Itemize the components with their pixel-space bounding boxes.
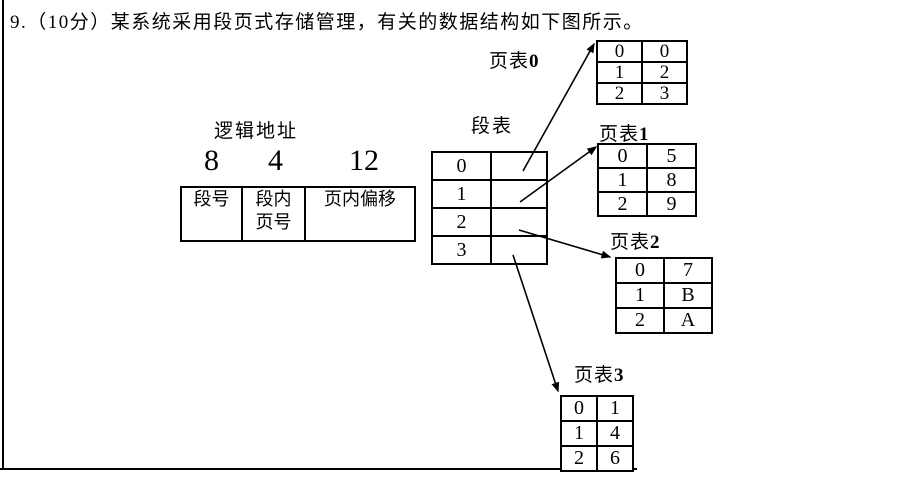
question-title: 9.（10分）某系统采用段页式存储管理，有关的数据结构如下图所示。 (10, 12, 644, 33)
page-table-3-label: 页表3 (574, 360, 625, 387)
bit-width-segment: 8 (204, 144, 219, 177)
page-table-label-index: 3 (614, 365, 625, 386)
segment-pointer-cell (490, 235, 548, 265)
page-index-cell: 2 (597, 191, 648, 217)
table-row: 段号 段内 页号 页内偏移 (180, 186, 416, 242)
page-index-cell: 2 (596, 82, 643, 105)
segment-pointer-cell (490, 151, 548, 181)
segment-index-cell: 3 (431, 235, 492, 265)
frame-cell: 9 (646, 191, 697, 217)
arrow-segment3-to-pagetable3 (512, 254, 560, 393)
page-index-cell: 2 (560, 445, 598, 472)
frame-cell: 6 (596, 445, 634, 472)
logical-address-bit-widths: 8 4 12 (180, 143, 420, 179)
field-page-offset: 页内偏移 (304, 186, 416, 242)
page-index-cell: 2 (615, 307, 665, 334)
frame-cell: 8 (646, 167, 697, 193)
table-row: 2 (431, 207, 548, 237)
frame-cell: 3 (641, 82, 688, 105)
page-table-0-label: 页表0 (489, 46, 540, 73)
frame-cell: 2 (641, 61, 688, 84)
page-table-label-text: 页表 (574, 365, 615, 386)
page-index-cell: 1 (597, 167, 648, 193)
segment-pointer-cell (490, 207, 548, 237)
page-table-label-text: 页表 (489, 51, 530, 72)
frame-cell: A (663, 307, 713, 334)
segment-index-cell: 0 (431, 151, 492, 181)
page-table-label-index: 0 (529, 51, 540, 72)
logical-address-label: 逻辑地址 (214, 121, 299, 142)
segment-index-cell: 2 (431, 207, 492, 237)
page-left-border-line (2, 0, 4, 468)
page-table-label-index: 1 (639, 124, 650, 145)
page-table-label-text: 页表 (610, 232, 651, 253)
page-index-cell: 0 (596, 40, 643, 63)
page-table-label-text: 页表 (599, 124, 640, 145)
page-table-2-label: 页表2 (610, 227, 661, 254)
frame-cell: 5 (646, 143, 697, 169)
bit-width-offset: 12 (349, 144, 379, 177)
logical-address-table: 段号 段内 页号 页内偏移 (180, 186, 416, 242)
frame-cell: 4 (596, 420, 634, 447)
field-page-number: 段内 页号 (241, 186, 306, 242)
frame-cell: 7 (663, 257, 713, 284)
segment-table-label: 段表 (471, 116, 514, 137)
page-index-cell: 1 (596, 61, 643, 84)
segment-pointer-cell (490, 179, 548, 209)
page-index-cell: 0 (560, 395, 598, 422)
frame-cell: 0 (641, 40, 688, 63)
page-table-1-label: 页表1 (599, 119, 650, 146)
page-index-cell: 1 (615, 282, 665, 309)
table-row: 3 (431, 235, 548, 265)
segment-table: 0 1 2 3 (431, 151, 548, 265)
page-table-label-index: 2 (650, 232, 661, 253)
table-row: 0 (431, 151, 548, 181)
bit-width-page: 4 (268, 144, 283, 177)
segment-index-cell: 1 (431, 179, 492, 209)
frame-cell: 1 (596, 395, 634, 422)
page-index-cell: 0 (597, 143, 648, 169)
table-row: 1 (431, 179, 548, 209)
page-index-cell: 0 (615, 257, 665, 284)
page-bottom-border-line (0, 468, 637, 470)
frame-cell: B (663, 282, 713, 309)
page-index-cell: 1 (560, 420, 598, 447)
field-segment-number: 段号 (180, 186, 243, 242)
